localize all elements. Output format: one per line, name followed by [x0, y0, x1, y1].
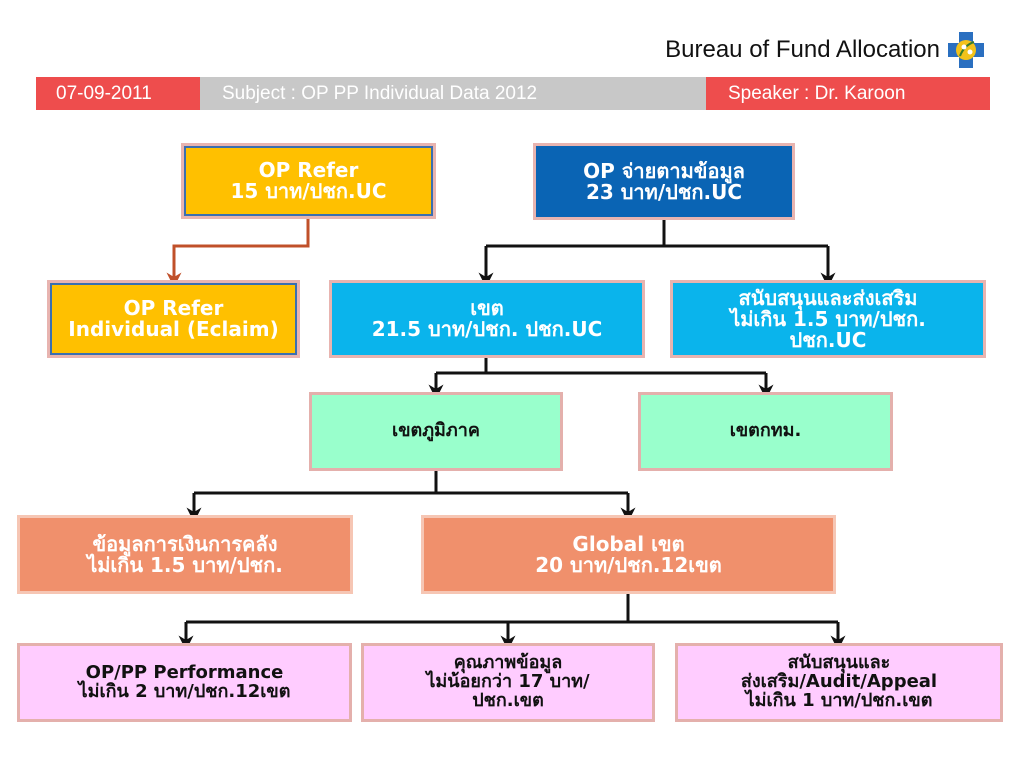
node-op-refer-text: OP Refer 15 บาท/ปชก.UC	[230, 158, 387, 203]
connector-zone	[428, 357, 774, 400]
header-bar: 07-09-2011 Subject : OP PP Individual Da…	[36, 77, 990, 110]
node-bangkok-zone-text: เขตกทม.	[729, 420, 802, 442]
speaker-label: Speaker : Dr. Karoon	[706, 77, 990, 110]
brand-title: Bureau of Fund Allocation	[665, 36, 940, 63]
node-bangkok-zone: เขตกทม.	[638, 392, 893, 471]
node-op-refer-individual: OP Refer Individual (Eclaim)	[47, 280, 300, 358]
node-op-refer-individual-text: OP Refer Individual (Eclaim)	[68, 296, 279, 341]
node-zone-text: เขต 21.5 บาท/ปชก. ปชก.UC	[371, 296, 603, 341]
node-data-quality: คุณภาพข้อมูล ไม่น้อยกว่า 17 บาท/ ปชก.เขต	[361, 643, 655, 722]
node-op-data: OP จ่ายตามข้อมูล 23 บาท/ปชก.UC	[533, 143, 795, 220]
node-op-pp-performance: OP/PP Performance ไม่เกิน 2 บาท/ปชก.12เข…	[17, 643, 352, 722]
date-label: 07-09-2011	[36, 77, 200, 110]
node-global-zone: Global เขต 20 บาท/ปชก.12เขต	[421, 515, 836, 594]
node-treasury-data-text: ข้อมูลการเงินการคลัง ไม่เกิน 1.5 บาท/ปชก…	[87, 531, 283, 577]
node-support-audit-appeal-text: สนับสนุนและ ส่งเสริม/Audit/Appeal ไม่เกิ…	[740, 652, 938, 711]
connector-op-data	[478, 218, 836, 288]
node-treasury-data: ข้อมูลการเงินการคลัง ไม่เกิน 1.5 บาท/ปชก…	[17, 515, 353, 594]
node-op-pp-performance-text: OP/PP Performance ไม่เกิน 2 บาท/ปชก.12เข…	[78, 661, 291, 702]
node-op-refer: OP Refer 15 บาท/ปชก.UC	[181, 143, 436, 219]
node-support-promote: สนับสนุนและส่งเสริม ไม่เกิน 1.5 บาท/ปชก.…	[670, 280, 986, 358]
connector-global-zone	[178, 594, 846, 651]
node-data-quality-text: คุณภาพข้อมูล ไม่น้อยกว่า 17 บาท/ ปชก.เขต	[426, 652, 590, 711]
node-regional-zone: เขตภูมิภาค	[309, 392, 563, 471]
brand-header: Bureau of Fund Allocation	[665, 30, 984, 70]
subject-label: Subject : OP PP Individual Data 2012	[200, 77, 706, 110]
connector-regional-zone	[186, 470, 636, 523]
node-regional-zone-text: เขตภูมิภาค	[392, 420, 480, 442]
node-op-data-text: OP จ่ายตามข้อมูล 23 บาท/ปชก.UC	[583, 158, 745, 204]
bureau-logo-icon	[948, 32, 984, 68]
node-global-zone-text: Global เขต 20 บาท/ปชก.12เขต	[535, 531, 722, 577]
node-support-audit-appeal: สนับสนุนและ ส่งเสริม/Audit/Appeal ไม่เกิ…	[675, 643, 1003, 722]
node-support-promote-text: สนับสนุนและส่งเสริม ไม่เกิน 1.5 บาท/ปชก.…	[730, 285, 926, 352]
node-zone: เขต 21.5 บาท/ปชก. ปชก.UC	[329, 280, 645, 358]
connector-op-refer	[166, 217, 310, 288]
